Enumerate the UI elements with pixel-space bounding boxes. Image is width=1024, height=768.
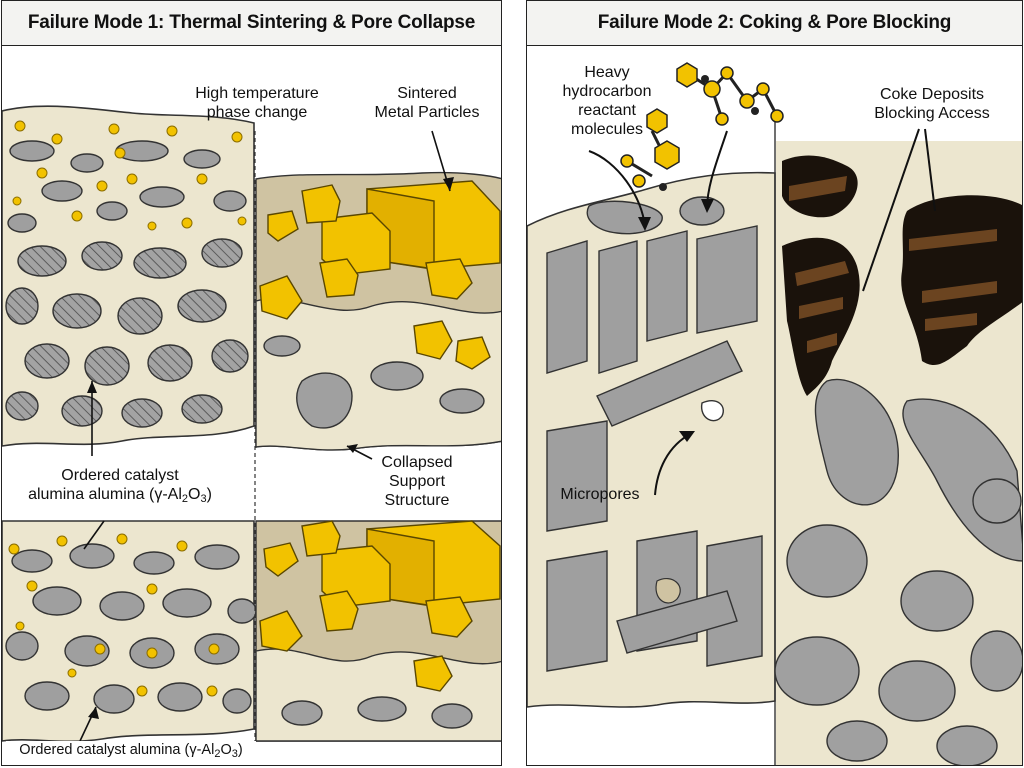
label-ordered-catalyst-bottom: Ordered catalyst alumina (γ-Al2O3) bbox=[6, 741, 256, 764]
ordered-alumina-block-bottom bbox=[2, 520, 257, 743]
hydrocarbon-molecules bbox=[620, 62, 784, 191]
sintering-illustration bbox=[2, 105, 501, 743]
label-heavy-hydrocarbon: Heavy hydrocarbon reactant molecules bbox=[562, 64, 652, 138]
coke-deposits bbox=[782, 155, 1022, 396]
coking-illustration bbox=[527, 62, 1022, 765]
label-ordered-catalyst-top: Ordered catalyst alumina alumina (γ-Al2O… bbox=[10, 466, 230, 509]
label-micropores: Micropores bbox=[560, 486, 640, 503]
collapsed-structure-bottom bbox=[255, 520, 501, 742]
label-sintered-metal-particles: Sintered Metal Particles bbox=[374, 85, 480, 121]
label-collapsed-support-structure: Collapsed Support Structure bbox=[381, 454, 453, 509]
panel-title-coking: Failure Mode 2: Coking & Pore Blocking bbox=[527, 1, 1022, 46]
panel-thermal-sintering: Failure Mode 1: Thermal Sintering & Pore… bbox=[1, 0, 502, 766]
coked-porous-region bbox=[774, 141, 1022, 765]
catalyst-block-micropores bbox=[527, 171, 776, 708]
panel-coking-pore-blocking: Failure Mode 2: Coking & Pore Blocking bbox=[526, 0, 1023, 766]
label-high-temperature: High temperature phase change bbox=[195, 85, 319, 121]
collapsed-structure-top bbox=[255, 171, 501, 451]
label-coke-deposits: Coke Deposits Blocking Access bbox=[874, 86, 990, 122]
panel-title-sintering: Failure Mode 1: Thermal Sintering & Pore… bbox=[2, 1, 501, 46]
ordered-alumina-block-top bbox=[2, 105, 255, 447]
